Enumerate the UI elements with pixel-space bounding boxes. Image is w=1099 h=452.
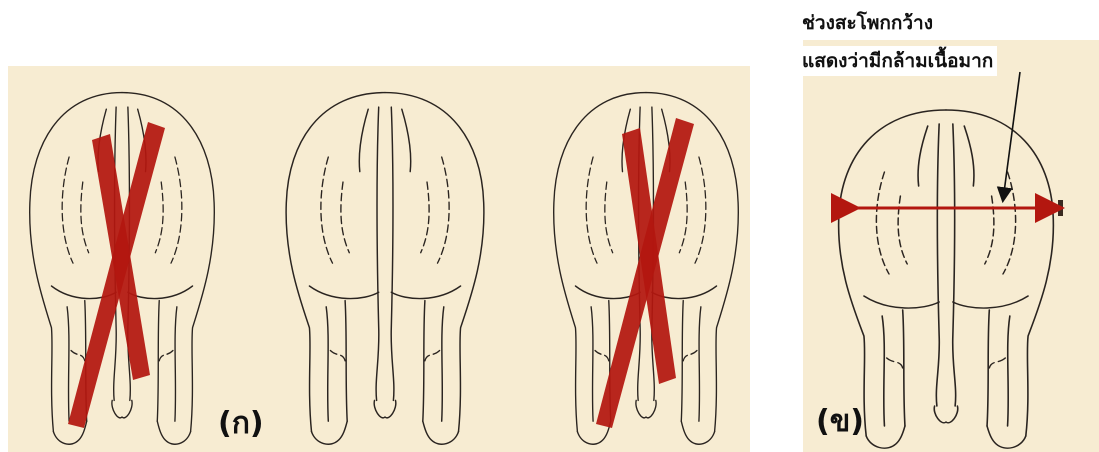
cross-mark-right	[596, 118, 694, 428]
figure-label-a: (ก)	[218, 400, 264, 447]
annotation-line-1: ช่วงสะโพกกว้าง	[802, 8, 933, 38]
hip-marker-right	[1058, 200, 1063, 216]
cross-mark-left	[68, 122, 165, 428]
pointer-arrow	[1003, 72, 1020, 200]
annotation-line-2: แสดงว่ามีกล้ามเนื้อมาก	[802, 46, 997, 76]
cow-rear-figure-wide-hip	[839, 110, 1054, 448]
figure-label-b: (ข)	[816, 398, 864, 445]
cow-rear-figure-middle	[286, 93, 484, 445]
hip-marker-left	[833, 200, 838, 216]
